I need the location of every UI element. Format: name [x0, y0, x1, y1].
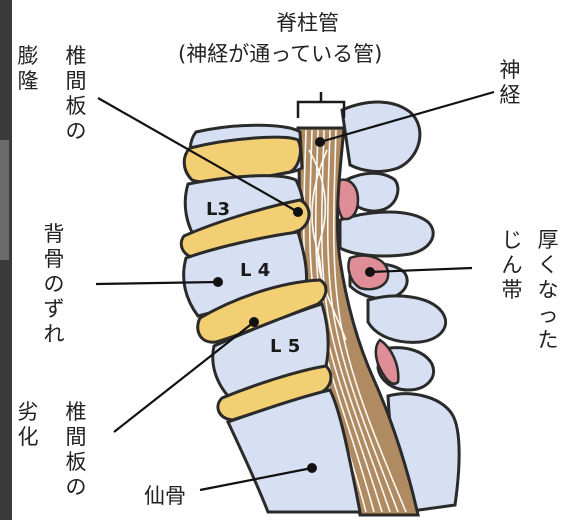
spinal-canal-title: 脊柱管 — [276, 13, 339, 34]
posterior-process-1 — [342, 102, 420, 171]
posterior-process-5 — [368, 296, 446, 342]
disc-degen-label-1: 劣 化 — [16, 400, 40, 450]
spinal-canal-bracket — [298, 92, 344, 118]
slip-label: 背 骨 の ず れ — [42, 222, 66, 347]
label-L3: L3 — [206, 199, 230, 220]
disc-bulge-label-1: 膨 隆 — [16, 44, 40, 94]
posterior-process-3 — [340, 212, 433, 256]
thick-ligament-label-2: じ ん 帯 — [500, 228, 524, 303]
disc-bulge-label-2: 椎 間 板 の — [64, 44, 88, 144]
thick-ligament-label-1: 厚 く な っ た — [536, 228, 560, 353]
disc-degen-label-2: 椎 間 板 の — [64, 400, 88, 500]
label-L5: L 5 — [270, 336, 300, 357]
sacrum-label: 仙骨 — [144, 486, 186, 507]
photo-edge-highlight — [0, 140, 9, 260]
nerve-label: 神 経 — [498, 58, 522, 108]
spinal-canal-description: (神経が通っている管) — [178, 44, 382, 65]
label-L4: L 4 — [240, 260, 270, 281]
